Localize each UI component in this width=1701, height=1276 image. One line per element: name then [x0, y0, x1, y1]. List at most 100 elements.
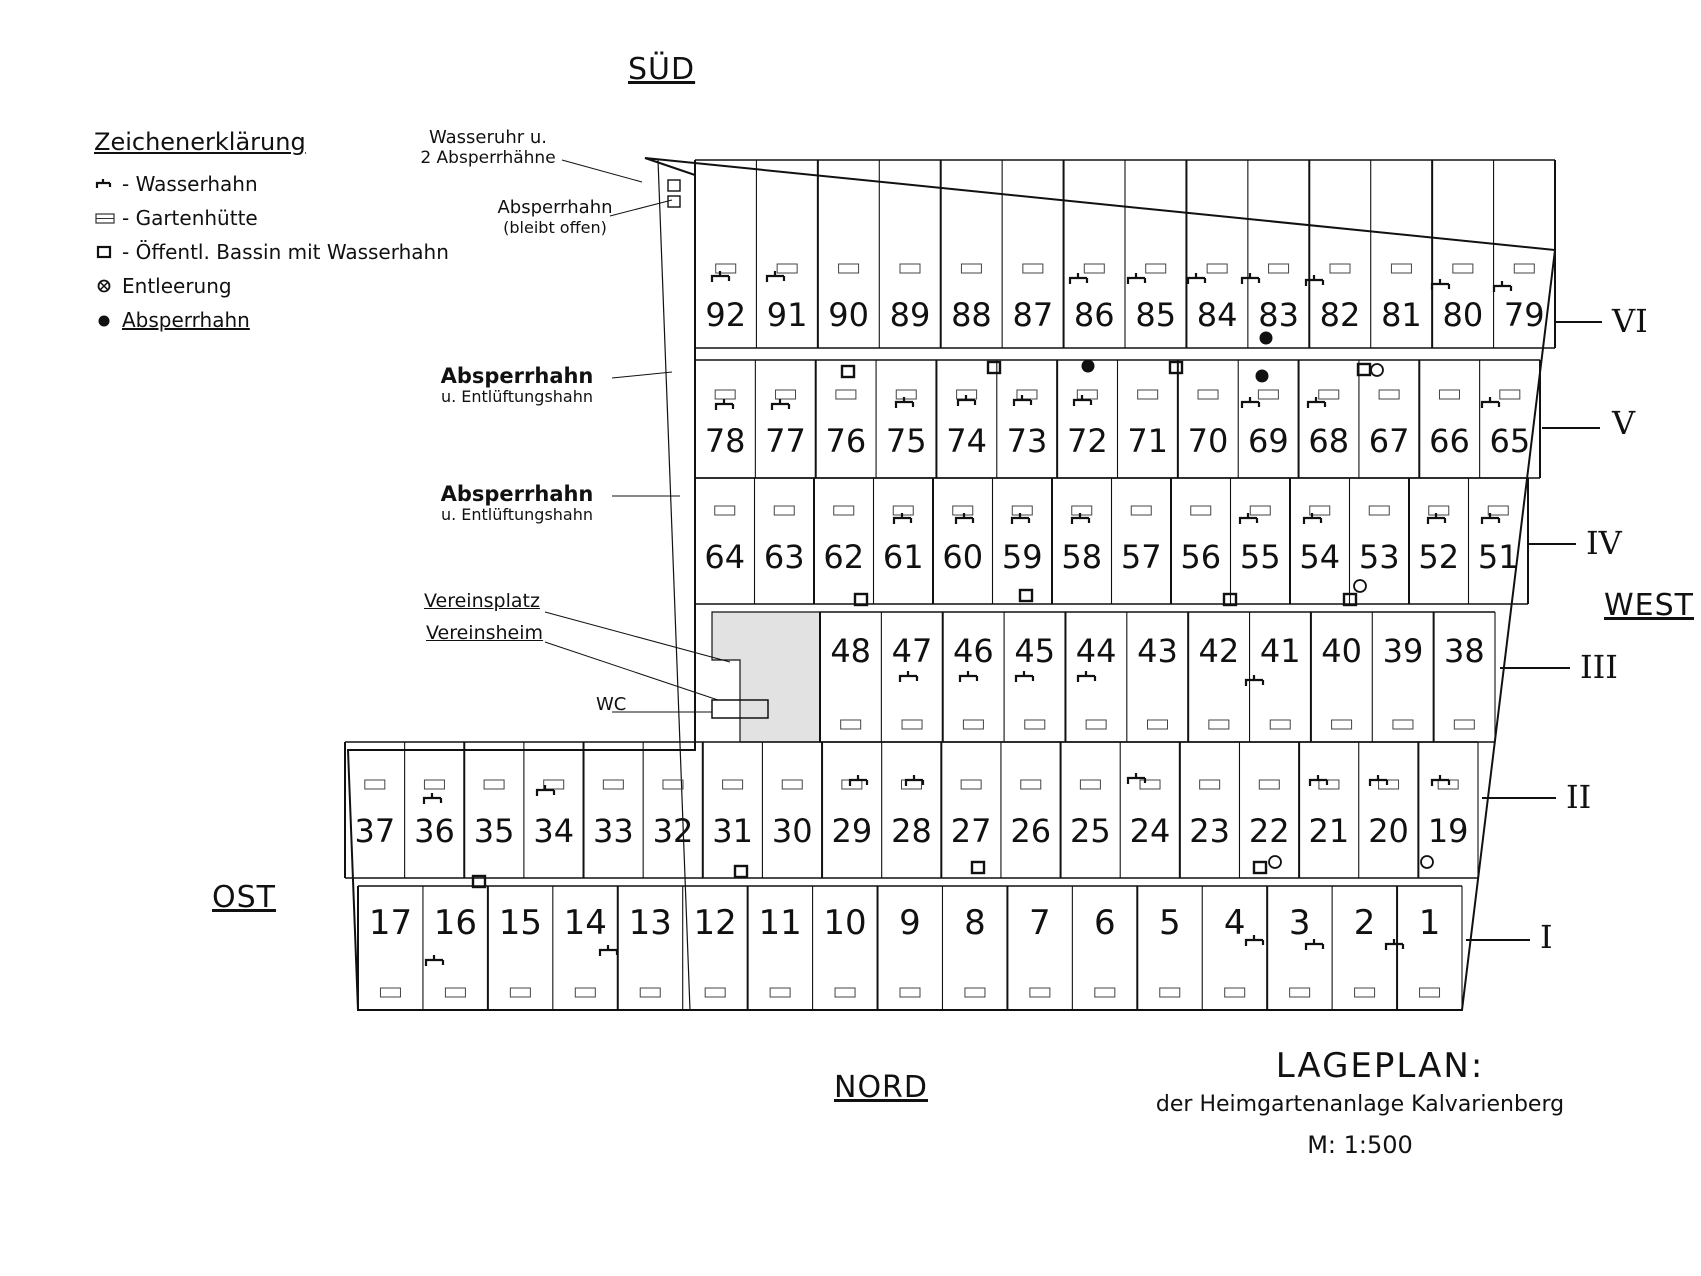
plot-number-67: 67 [1369, 422, 1410, 460]
valve-icon [1259, 331, 1273, 345]
tap-icon [1068, 273, 1089, 284]
plot-number-35: 35 [474, 812, 515, 850]
plot-number-1: 1 [1419, 903, 1441, 943]
tap-icon [1430, 279, 1451, 290]
plot-number-60: 60 [942, 538, 983, 576]
hut-icon [1094, 987, 1116, 998]
hut-icon [1224, 987, 1246, 998]
label-club-house: Vereinsheim [426, 622, 544, 644]
plot-number-61: 61 [883, 538, 924, 576]
hut-icon [1329, 263, 1351, 274]
drain-icon [1353, 579, 1367, 593]
plot-number-6: 6 [1094, 903, 1116, 943]
plot-number-59: 59 [1002, 538, 1043, 576]
basin-icon [1342, 592, 1358, 607]
plot-number-64: 64 [704, 538, 745, 576]
basin-icon [471, 874, 487, 889]
tap-icon [770, 399, 791, 410]
hut-icon [1020, 779, 1042, 790]
tap-icon [1126, 773, 1147, 784]
plot-number-30: 30 [772, 812, 813, 850]
plot-number-16: 16 [434, 903, 477, 943]
tap-icon [1186, 273, 1207, 284]
label-wc: WC [596, 694, 627, 715]
legend: Zeichenerklärung - Wasserhahn - Gartenhü… [94, 128, 494, 332]
tap-icon [424, 955, 445, 966]
plot-number-45: 45 [1014, 632, 1055, 670]
plot-number-89: 89 [890, 296, 931, 334]
plot-number-15: 15 [499, 903, 542, 943]
meter-valve-icon [667, 179, 681, 192]
legend-item-drain: Entleerung [94, 274, 494, 298]
basin-icon [970, 860, 986, 875]
legend-label-valve: Absperrhahn [122, 308, 250, 332]
hut-icon [602, 779, 624, 790]
plot-number-37: 37 [354, 812, 395, 850]
tap-icon [1302, 513, 1323, 524]
plot-number-90: 90 [828, 296, 869, 334]
hut-icon [775, 389, 797, 400]
hut-icon [1268, 263, 1290, 274]
leader-valve-open [609, 199, 673, 217]
hut-icon [960, 263, 982, 274]
hut-icon [1289, 987, 1311, 998]
plot-number-23: 23 [1189, 812, 1230, 850]
tap-icon [95, 179, 112, 188]
tap-icon [1304, 275, 1325, 286]
hut-icon [1249, 505, 1271, 516]
basin-icon [853, 592, 869, 607]
basin-icon [96, 245, 112, 259]
plot-number-86: 86 [1074, 296, 1115, 334]
note-valve-vent-2-line1: Absperrhahn [440, 482, 594, 506]
plot-number-12: 12 [694, 903, 737, 943]
hut-icon [781, 779, 803, 790]
hut-icon [1513, 263, 1535, 274]
plot-number-39: 39 [1383, 632, 1424, 670]
tap-icon [1384, 939, 1405, 950]
plot-number-24: 24 [1130, 812, 1171, 850]
tap-icon [956, 395, 977, 406]
tap-icon [1014, 671, 1035, 682]
leader-valve-vent-1 [611, 371, 673, 379]
plot-number-29: 29 [832, 812, 873, 850]
plot-number-71: 71 [1127, 422, 1168, 460]
plot-number-62: 62 [823, 538, 864, 576]
tap-icon [1306, 397, 1327, 408]
legend-item-tap: - Wasserhahn [94, 172, 494, 196]
plot-number-53: 53 [1359, 538, 1400, 576]
hut-icon [1378, 779, 1400, 790]
leader-water-meter [561, 159, 643, 183]
tap-icon [714, 399, 735, 410]
hut-icon [899, 263, 921, 274]
hut-icon [962, 719, 984, 730]
tap-icon [765, 271, 786, 282]
tap-icon [892, 513, 913, 524]
hut-icon [776, 263, 798, 274]
tap-icon [848, 775, 869, 786]
plot-number-83: 83 [1258, 296, 1299, 334]
plot-number-48: 48 [830, 632, 871, 670]
hut-icon [835, 389, 857, 400]
tap-icon [1072, 395, 1093, 406]
hut-icon [662, 779, 684, 790]
hut-icon [1257, 389, 1279, 400]
plot-number-26: 26 [1010, 812, 1051, 850]
plot-number-74: 74 [946, 422, 987, 460]
tap-icon [1012, 395, 1033, 406]
hut-icon [1318, 389, 1340, 400]
plot-number-91: 91 [767, 296, 808, 334]
hut-icon [964, 987, 986, 998]
tap-icon [1480, 397, 1501, 408]
meter-valve-icon [667, 195, 681, 208]
plot-number-57: 57 [1121, 538, 1162, 576]
plot-number-13: 13 [629, 903, 672, 943]
hut-icon [838, 263, 860, 274]
plot-number-4: 4 [1224, 903, 1246, 943]
tap-icon [1480, 513, 1501, 524]
note-water-meter: Wasseruhr u. 2 Absperrhähne [398, 127, 578, 168]
hut-icon [1076, 389, 1098, 400]
plot-number-80: 80 [1442, 296, 1483, 334]
plot-number-8: 8 [964, 903, 986, 943]
plot-number-77: 77 [765, 422, 806, 460]
plot-number-65: 65 [1489, 422, 1530, 460]
